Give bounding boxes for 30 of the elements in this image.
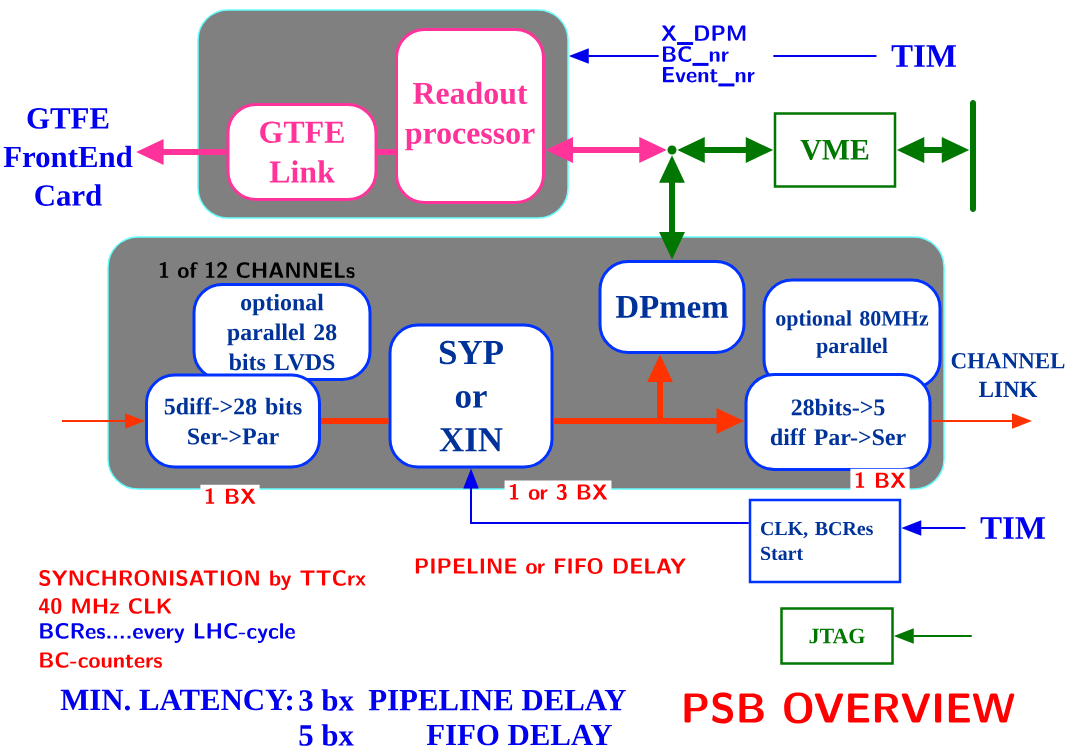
source-label: TIM xyxy=(980,517,1045,539)
card-label: GTFE FrontEnd Card xyxy=(3,108,133,206)
sync-box: SYP or XIN xyxy=(388,323,554,469)
delay-label: 1 BX xyxy=(200,484,260,508)
output-label: CHANNEL LINK xyxy=(951,353,1065,397)
process-box: Readout processor xyxy=(395,28,545,204)
bus-bar xyxy=(970,100,976,212)
jtag-box: JTAG xyxy=(780,607,894,665)
memory-box: DPmem xyxy=(598,260,746,354)
edge-label: PIPELINE or FIFO DELAY xyxy=(411,555,689,577)
note-text: SYNCHRONISATION by TTCrx xyxy=(39,569,366,591)
option-box: optional parallel 28 bits LVDS xyxy=(192,283,372,381)
edge-label: X_DPM BC_nr Event_nr xyxy=(658,23,774,89)
note-text: FIFO DELAY xyxy=(426,724,612,746)
note-text: PIPELINE DELAY xyxy=(368,689,626,711)
panel-heading: 1 of 12 CHANNELs xyxy=(159,262,355,278)
note-text: BCRes....every LHC-cycle xyxy=(40,623,295,643)
note-text: MIN. LATENCY: xyxy=(60,689,292,711)
title: PSB OVERVIEW xyxy=(684,692,1015,724)
note-text: 40 MHz CLK xyxy=(38,597,172,615)
note-text: 5 bx xyxy=(299,724,354,746)
process-box: GTFE Link xyxy=(226,103,378,201)
converter-box: 5diff->28 bits Ser->Par xyxy=(145,373,321,469)
clock-box: CLK, BCRes Start xyxy=(748,498,902,584)
source-label: TIM xyxy=(891,45,956,67)
bus-box: VME xyxy=(773,112,897,188)
delay-label: 1 BX xyxy=(850,468,910,492)
delay-label: 1 or 3 BX xyxy=(504,480,612,504)
note-text: BC-counters xyxy=(40,652,162,668)
note-text: 3 bx xyxy=(299,689,354,711)
